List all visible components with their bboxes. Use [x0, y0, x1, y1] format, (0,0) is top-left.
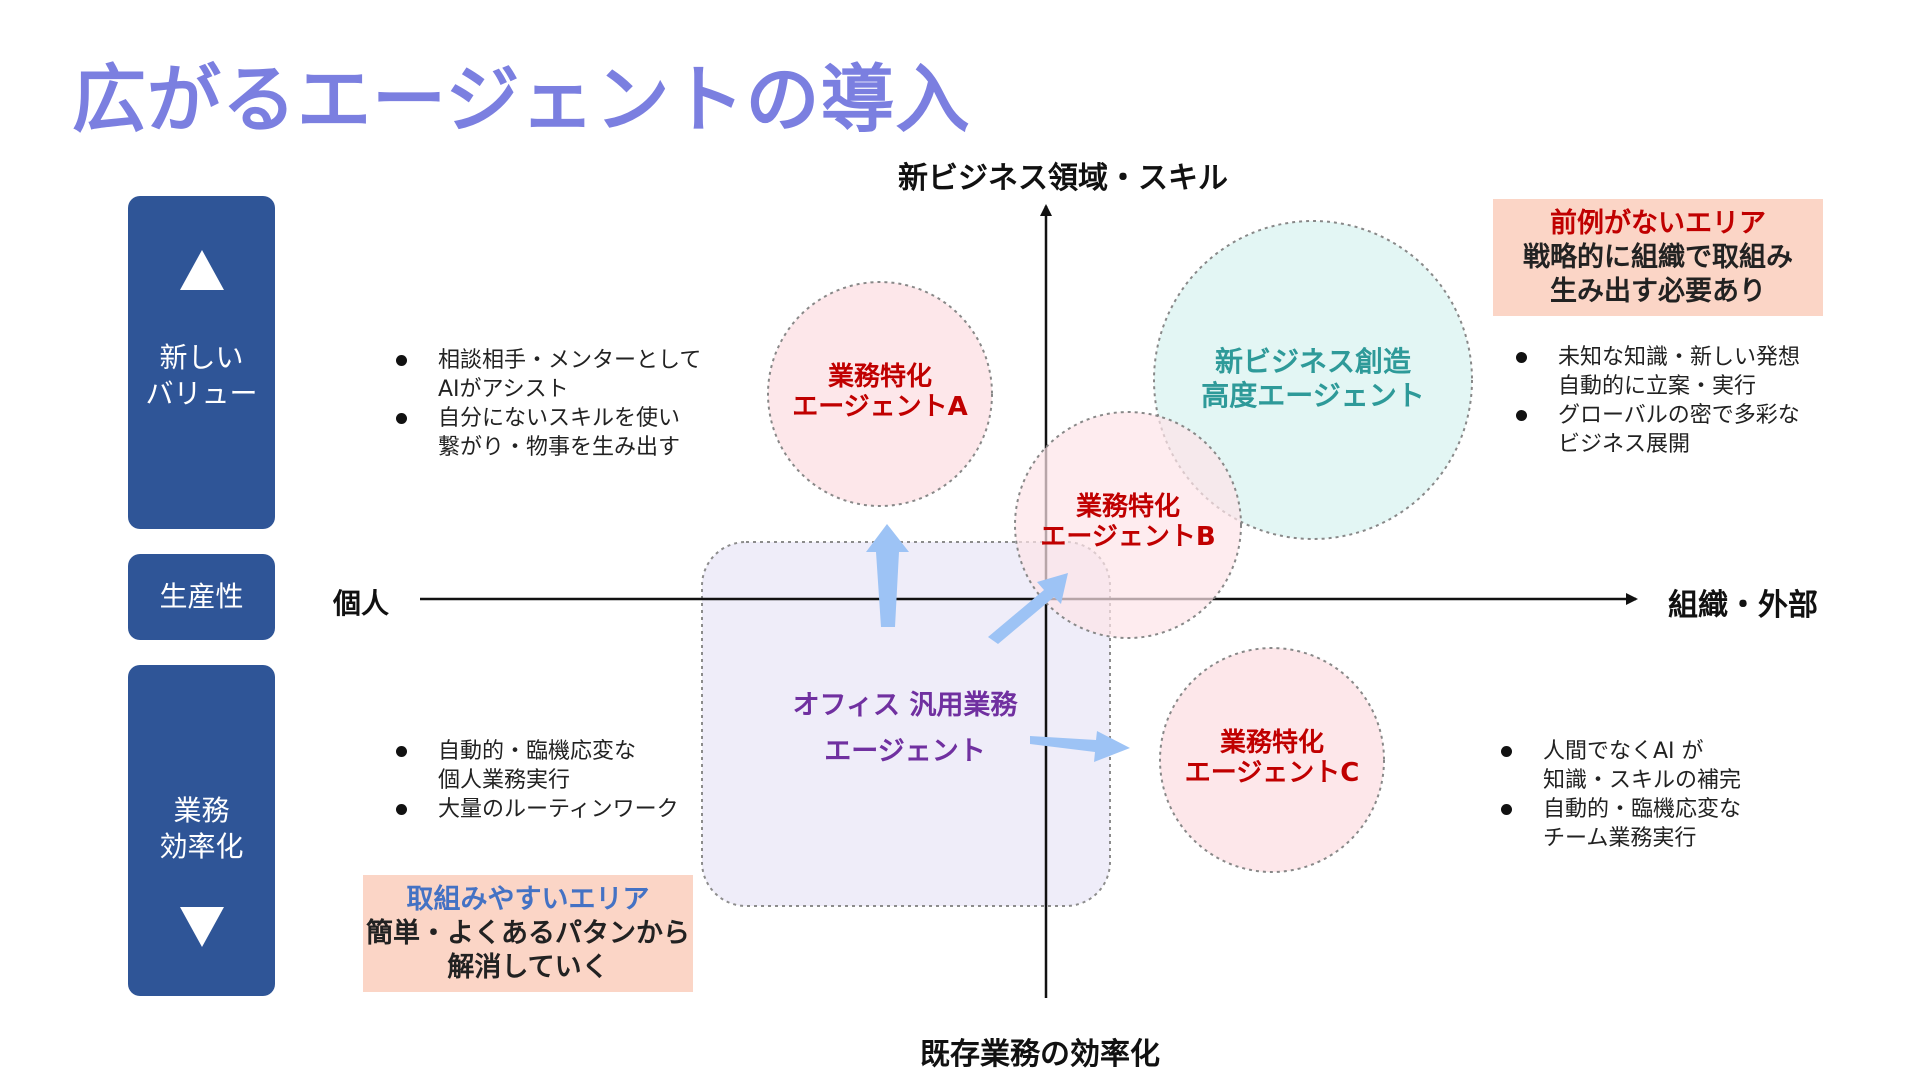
agent-b-circle	[1014, 411, 1242, 639]
axis-label-right: 組織・外部	[1668, 588, 1818, 623]
list-item: 自動的・臨機応変な 個人業務実行	[392, 737, 679, 795]
agent-c-label: 業務特化 エージェントC	[1184, 728, 1360, 788]
list-item: 大量のルーティンワーク	[392, 795, 679, 824]
list-item: 人間でなくAI が 知識・スキルの補完	[1497, 737, 1741, 795]
arrow-to-agent-a	[866, 524, 909, 627]
list-item: 相談相手・メンターとして AIがアシスト	[392, 346, 701, 404]
page-title: 広がるエージェントの導入	[72, 57, 971, 143]
agent-c-circle	[1159, 647, 1385, 873]
list-item: 自動的・臨機応変な チーム業務実行	[1497, 795, 1741, 853]
bullets-top-left: 相談相手・メンターとして AIがアシスト 自分にないスキルを使い 繋がり・物事を…	[392, 346, 701, 462]
callout-easy-head: 取組みやすいエリア	[406, 883, 650, 915]
triangle-up-icon	[179, 250, 224, 290]
productivity-panel: 生産性	[128, 554, 275, 640]
callout-easy-body: 簡単・よくあるパタンから 解消していく	[366, 917, 690, 983]
callout-easy-area: 取組みやすいエリア 簡単・よくあるパタンから 解消していく	[363, 875, 693, 992]
list-item: 自分にないスキルを使い 繋がり・物事を生み出す	[392, 404, 701, 462]
bullets-top-right: 未知な知識・新しい発想 自動的に立案・実行 グローバルの密で多彩な ビジネス展開	[1512, 343, 1800, 459]
agent-b-label: 業務特化 エージェントB	[1040, 492, 1216, 552]
axis-label-bottom: 既存業務の効率化	[920, 1037, 1160, 1072]
new-value-panel: 新しい バリュー	[128, 196, 275, 529]
axis-label-left: 個人	[333, 587, 390, 620]
new-business-agent-circle	[1153, 220, 1473, 540]
agent-a-label: 業務特化 エージェントA	[792, 362, 968, 422]
office-agent-label: オフィス 汎用業務 エージェント	[792, 690, 1018, 767]
new-value-label: 新しい バリュー	[145, 341, 258, 410]
efficiency-panel: 業務 効率化	[128, 665, 275, 996]
axis-label-top: 新ビジネス領域・スキル	[898, 161, 1228, 196]
arrow-to-agent-b	[988, 573, 1068, 644]
productivity-label: 生産性	[159, 580, 244, 613]
bullets-bottom-left: 自動的・臨機応変な 個人業務実行 大量のルーティンワーク	[392, 737, 679, 824]
callout-unprecedented-body: 戦略的に組織で取組み 生み出す必要あり	[1523, 241, 1793, 307]
bullets-bottom-right: 人間でなくAI が 知識・スキルの補完 自動的・臨機応変な チーム業務実行	[1497, 737, 1741, 853]
list-item: グローバルの密で多彩な ビジネス展開	[1512, 401, 1800, 459]
triangle-down-icon	[179, 907, 224, 947]
callout-unprecedented-head: 前例がないエリア	[1550, 207, 1766, 239]
callout-unprecedented-area: 前例がないエリア 戦略的に組織で取組み 生み出す必要あり	[1493, 199, 1823, 316]
arrow-to-agent-c	[1030, 731, 1130, 762]
efficiency-label: 業務 効率化	[159, 794, 244, 863]
new-business-agent-label: 新ビジネス創造 高度エージェント	[1201, 345, 1425, 412]
agent-a-circle	[767, 281, 993, 507]
list-item: 未知な知識・新しい発想 自動的に立案・実行	[1512, 343, 1800, 401]
